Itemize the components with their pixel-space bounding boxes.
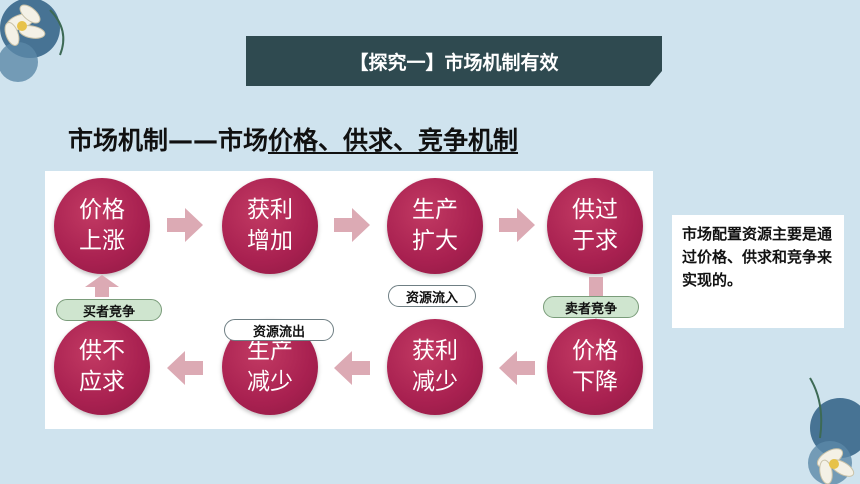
node-price-rise-line1: 价格 [79,197,125,223]
arrow-left-icon [499,351,535,385]
node-price-rise-line2: 上涨 [79,228,125,254]
node-production-reduce-line2: 减少 [247,369,293,395]
node-undersupply: 供不 应求 [54,319,150,415]
arrow-right-icon [167,208,203,242]
node-production-expand: 生产 扩大 [387,178,483,274]
arrow-left-icon [167,351,203,385]
heading-prefix: 市场机制——市场 [68,126,269,155]
label-resources-out: 资源流出 [224,319,334,341]
arrow-left-icon [334,351,370,385]
section-banner: 【探究一】市场机制有效 [246,36,662,86]
node-profit-increase-line1: 获利 [247,197,293,223]
node-undersupply-line2: 应求 [79,369,125,395]
summary-note: 市场配置资源主要是通过价格、供求和竞争来实现的。 [672,215,844,328]
node-production-reduce-line1: 生产 [247,338,293,364]
arrow-right-icon [499,208,535,242]
node-undersupply-line1: 供不 [79,338,125,364]
flower-decoration-bottom-right-icon [808,377,860,484]
node-price-fall-line1: 价格 [572,338,618,364]
node-price-fall-line2: 下降 [572,369,618,395]
market-cycle-diagram: 价格 上涨 获利 增加 生产 扩大 供过 于求 价格 下降 获利 减少 生产 减… [45,171,653,429]
arrow-up-icon [85,275,119,297]
node-profit-increase: 获利 增加 [222,178,318,274]
node-production-expand-line1: 生产 [412,197,458,223]
node-price-fall: 价格 下降 [547,319,643,415]
heading-underlined-mechanisms: 价格、供求、竞争机制 [268,126,519,155]
node-production-expand-line2: 扩大 [412,228,458,254]
arrow-right-icon [334,208,370,242]
label-seller-competition: 卖者竞争 [543,296,639,318]
node-oversupply-line1: 供过 [572,197,618,223]
node-oversupply: 供过 于求 [547,178,643,274]
node-price-rise: 价格 上涨 [54,178,150,274]
label-buyer-competition: 买者竞争 [56,299,162,321]
node-profit-decrease-line2: 减少 [412,369,458,395]
page-heading: 市场机制——市场价格、供求、竞争机制 [68,121,518,157]
node-profit-increase-line2: 增加 [247,228,293,254]
label-resources-in: 资源流入 [388,285,476,307]
node-oversupply-line2: 于求 [572,228,618,254]
flower-decoration-top-left-icon [0,0,65,82]
node-profit-decrease: 获利 减少 [387,319,483,415]
node-profit-decrease-line1: 获利 [412,338,458,364]
